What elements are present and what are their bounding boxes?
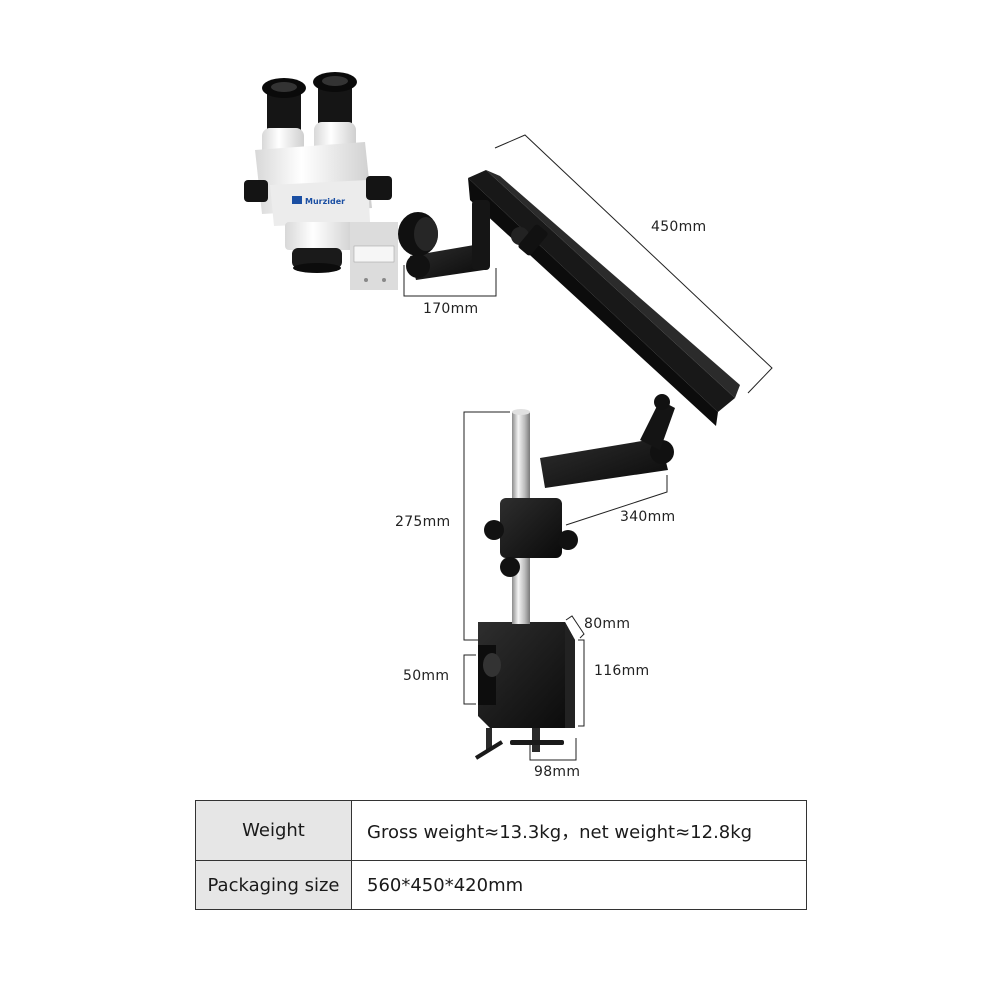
spec-value: 560*450*420mm (351, 860, 807, 910)
spec-label: Weight (195, 799, 352, 862)
brand-logo: Murzider (305, 197, 345, 206)
microscope-illustration: Murzider (244, 72, 773, 761)
dim-line-170 (403, 265, 497, 297)
pole-collar (484, 498, 578, 577)
dim-line-275 (463, 411, 510, 641)
dim-label-98: 98mm (534, 764, 581, 780)
dim-line-340 (565, 475, 668, 526)
head-arm (406, 200, 490, 280)
spec-row-packaging: Packaging size 560*450*420mm (195, 860, 807, 910)
lower-arm (540, 400, 675, 488)
dim-line-98 (529, 738, 577, 761)
spec-label: Packaging size (195, 860, 352, 910)
dim-label-340: 340mm (620, 509, 676, 525)
dim-line-450 (494, 134, 773, 394)
dim-label-450: 450mm (651, 219, 707, 235)
dim-label-50: 50mm (403, 668, 450, 684)
dim-line-80 (565, 615, 585, 639)
upper-arm (468, 170, 740, 426)
dim-label-275: 275mm (395, 514, 451, 530)
spec-table: Weight Gross weight≈13.3kg，net weight≈12… (195, 799, 807, 910)
dim-label-170: 170mm (423, 301, 479, 317)
dim-label-80: 80mm (584, 616, 631, 632)
spec-row-weight: Weight Gross weight≈13.3kg，net weight≈12… (195, 799, 807, 862)
dimension-lines (403, 134, 773, 761)
dim-line-50 (463, 654, 476, 705)
base-clamp (474, 622, 575, 760)
spec-value: Gross weight≈13.3kg，net weight≈12.8kg (351, 799, 807, 862)
dim-line-116 (578, 639, 585, 727)
dim-label-116: 116mm (594, 663, 650, 679)
microscope-head: Murzider (244, 72, 438, 290)
